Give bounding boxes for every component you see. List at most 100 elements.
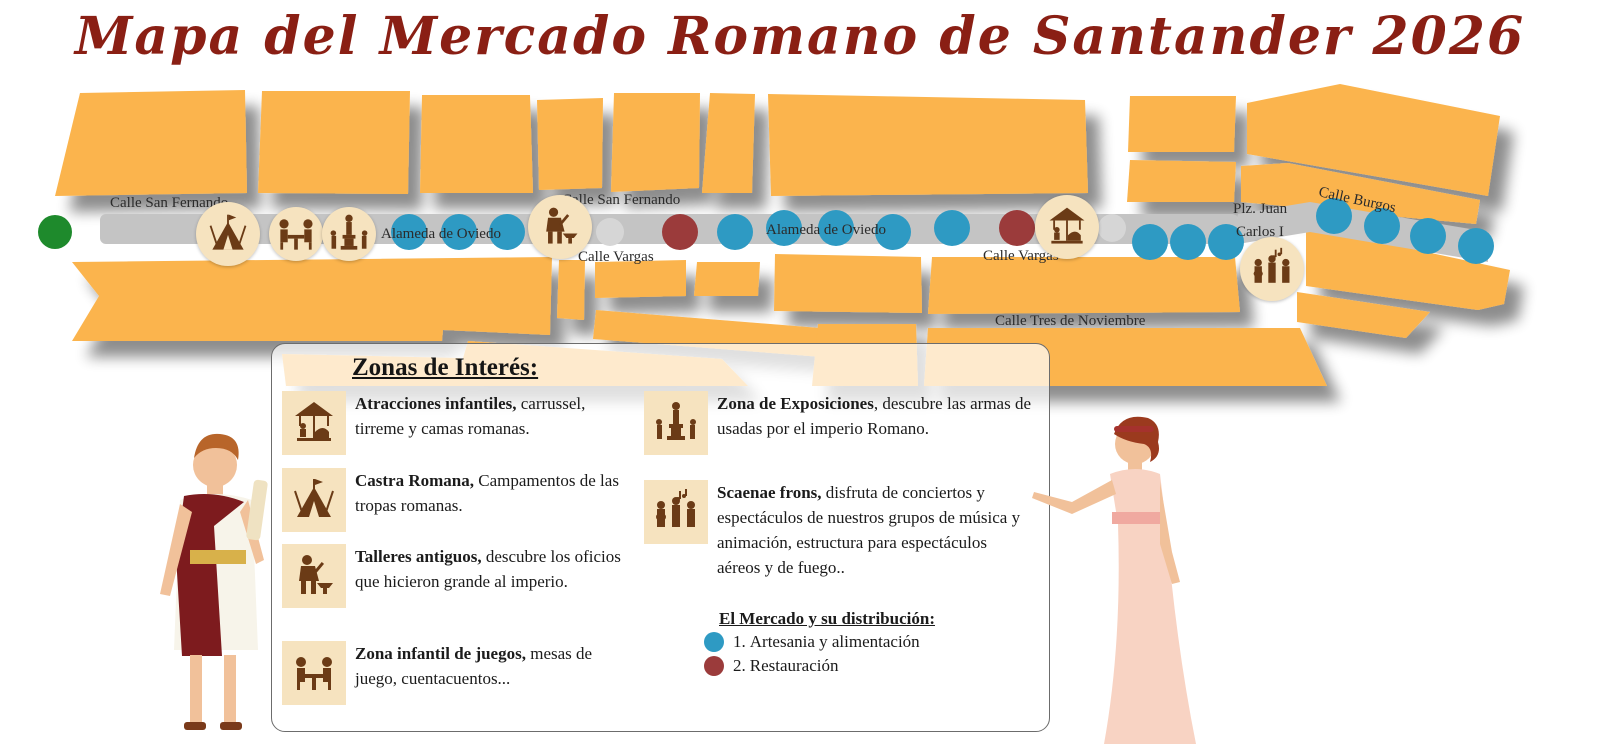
pin-carousel[interactable] — [1035, 195, 1099, 259]
zone-name: Atracciones infantiles, — [355, 394, 517, 413]
pin-exhibition[interactable] — [322, 207, 376, 261]
block — [611, 93, 700, 192]
zone-text: Scaenae frons, disfruta de conciertos y … — [717, 480, 1034, 580]
zone-exposiciones: Zona de Exposiciones, descubre las armas… — [644, 391, 1034, 455]
zone-juegos: Zona infantil de juegos, mesas de juego,… — [282, 641, 632, 705]
statue-exhibition-icon — [330, 214, 368, 250]
legend-title: Zonas de Interés: — [352, 354, 539, 381]
zone-name: Scaenae frons, — [717, 483, 822, 502]
distribution-label: Artesania y alimentación — [749, 632, 920, 651]
artesania-stall[interactable] — [934, 210, 970, 246]
zone-name: Zona de Exposiciones — [717, 394, 874, 413]
market-stalls — [391, 198, 1494, 264]
artesania-stall[interactable] — [1170, 224, 1206, 260]
artesania-stall[interactable] — [1132, 224, 1168, 260]
street-label: Calle Vargas — [578, 249, 654, 265]
zone-desc: Campamentos de las tropas romanas. — [355, 471, 619, 515]
artesania-stall[interactable] — [1316, 198, 1352, 234]
pin-kids-games[interactable] — [269, 207, 323, 261]
roman-man-illustration — [160, 433, 268, 730]
artesania-stall[interactable] — [441, 214, 477, 250]
restauracion-stall[interactable] — [662, 214, 698, 250]
block — [1127, 160, 1236, 202]
block — [768, 94, 1088, 196]
block — [1247, 84, 1500, 196]
block — [1306, 226, 1510, 310]
zone-desc: disfruta de conciertos y espectáculos de… — [717, 483, 1021, 577]
kids-games-icon — [279, 219, 313, 250]
artesania-stall[interactable] — [1208, 224, 1244, 260]
block — [694, 262, 760, 296]
zone-text: Atracciones infantiles, carrussel, tirre… — [355, 391, 622, 441]
camp-tent-icon — [282, 468, 346, 532]
stall-placeholder[interactable] — [1098, 214, 1126, 242]
blacksmith-icon — [282, 544, 346, 608]
block — [258, 91, 410, 194]
block — [595, 260, 686, 298]
block — [774, 254, 922, 313]
zone-text: Talleres antiguos, descubre los oficios … — [355, 544, 622, 594]
street-label: Carlos I — [1236, 224, 1284, 240]
street-label: Calle San Fernando — [562, 192, 680, 208]
legend-panel: Zonas de Interés: Atracciones infantiles… — [271, 343, 1050, 732]
zone-desc: , descubre las armas de usadas por el im… — [717, 394, 1031, 438]
artesania-stall[interactable] — [489, 214, 525, 250]
statue-exhibition-icon — [644, 391, 708, 455]
artesania-stall[interactable] — [1364, 208, 1400, 244]
zone-desc: descubre los oficios que hicieron grande… — [355, 547, 621, 591]
block — [702, 93, 755, 193]
distribution-num: 1. — [733, 632, 746, 651]
block — [928, 257, 1240, 314]
zone-text: Zona infantil de juegos, mesas de juego,… — [355, 641, 632, 691]
distribution-title: El Mercado y su distribución: — [719, 609, 935, 628]
block — [1297, 292, 1430, 338]
block — [1128, 96, 1236, 152]
block — [537, 98, 603, 190]
distribution-item: 1. Artesania y alimentación — [704, 632, 920, 652]
artesania-stall[interactable] — [875, 214, 911, 250]
zone-scaenae: Scaenae frons, disfruta de conciertos y … — [644, 480, 1034, 580]
page-title: Mapa del Mercado Romano de Santander 202… — [74, 6, 1526, 67]
pin-blacksmith[interactable] — [528, 195, 592, 259]
block — [55, 90, 247, 196]
block — [420, 95, 533, 193]
artesania-stall[interactable] — [766, 210, 802, 246]
zone-desc: carrussel, tirreme y camas romanas. — [355, 394, 586, 438]
carousel-icon — [282, 391, 346, 455]
zone-desc: mesas de juego, cuentacuentos... — [355, 644, 593, 688]
zone-name: Zona infantil de juegos, — [355, 644, 526, 663]
zone-name: Castra Romana, — [355, 471, 474, 490]
distribution-item: 2. Restauración — [704, 656, 839, 676]
carousel-icon — [1049, 207, 1085, 244]
kids-games-icon — [282, 641, 346, 705]
stall-placeholder[interactable] — [596, 218, 624, 246]
entrance-marker[interactable] — [38, 215, 72, 249]
artesania-stall[interactable] — [391, 214, 427, 250]
restauracion-dot — [704, 656, 724, 676]
street-label: Alameda de Oviedo — [381, 226, 501, 242]
block — [557, 260, 585, 320]
roman-woman-illustration — [1032, 416, 1196, 744]
blacksmith-icon — [546, 207, 578, 244]
street-label: Calle San Fernando — [110, 195, 228, 211]
city-blocks — [55, 84, 1510, 386]
pin-musicians[interactable] — [1240, 237, 1304, 301]
musicians-icon — [644, 480, 708, 544]
artesania-stall[interactable] — [1458, 228, 1494, 264]
street-label: Calle Vargas — [983, 248, 1059, 264]
musicians-icon — [1253, 247, 1290, 283]
zone-text: Castra Romana, Campamentos de las tropas… — [355, 468, 622, 518]
camp-tent-icon — [209, 214, 247, 250]
distribution-num: 2. — [733, 656, 746, 675]
block — [72, 257, 552, 341]
artesania-stall[interactable] — [1410, 218, 1446, 254]
street-label: Alameda de Oviedo — [766, 222, 886, 238]
zone-castra: Castra Romana, Campamentos de las tropas… — [282, 468, 622, 532]
artesania-stall[interactable] — [818, 210, 854, 246]
pin-camp-tent[interactable] — [196, 202, 260, 266]
street-label: Plz. Juan — [1233, 201, 1288, 217]
street-label: Calle Tres de Noviembre — [995, 313, 1146, 329]
restauracion-stall[interactable] — [999, 210, 1035, 246]
artesania-stall[interactable] — [717, 214, 753, 250]
